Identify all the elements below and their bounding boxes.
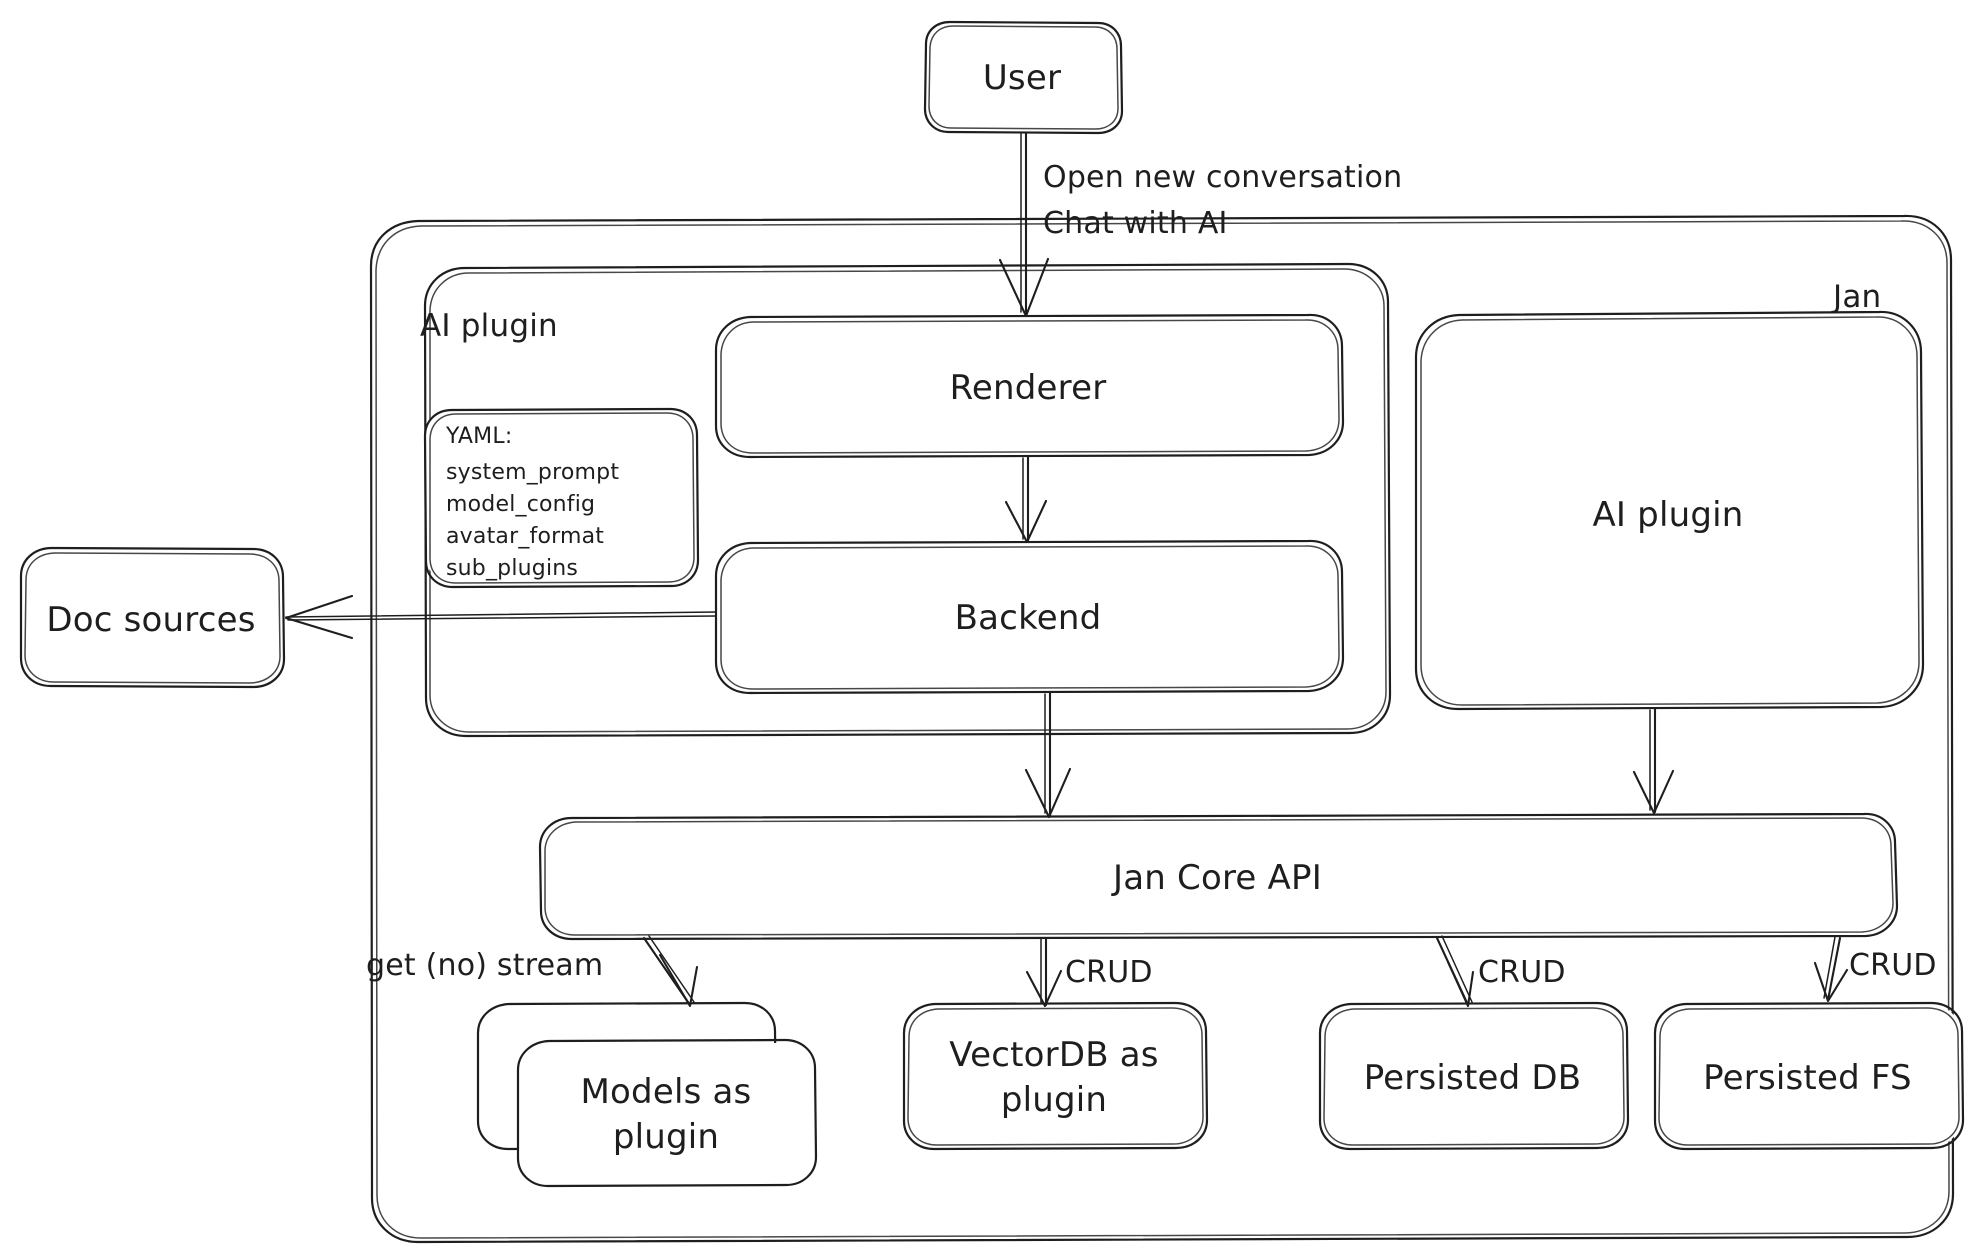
backend-box[interactable]	[714, 539, 1345, 695]
yaml-card-item-sub-plugins: sub_plugins	[446, 556, 579, 581]
yaml-card-item-system-prompt: system_prompt	[446, 460, 620, 485]
doc-sources-box[interactable]	[19, 546, 286, 689]
ai-plugin-group-container[interactable]	[423, 262, 1392, 738]
doc-sources-label: Doc sources	[46, 600, 256, 640]
edge-label-open-new-conversation: Open new conversation	[1043, 160, 1403, 195]
persisted-db-label: Persisted DB	[1363, 1058, 1582, 1098]
persisted-fs-box[interactable]	[1653, 1001, 1965, 1151]
jan-container-label: Jan	[1833, 279, 1882, 315]
ai-plugin-group-label: AI plugin	[420, 308, 558, 344]
renderer-label: Renderer	[949, 368, 1107, 408]
edge-backend-to-doc-sources	[284, 594, 717, 640]
edge-label-get-no-stream: get (no) stream	[366, 948, 604, 983]
user-box[interactable]	[922, 20, 1124, 135]
jan-core-api-box[interactable]	[538, 812, 1899, 941]
edge-core-api-to-persisted-db	[1435, 935, 1475, 1008]
renderer-box[interactable]	[714, 313, 1345, 459]
backend-label: Backend	[954, 598, 1102, 638]
edge-core-api-to-models	[642, 935, 699, 1008]
edge-label-crud-persisted-fs: CRUD	[1849, 948, 1937, 983]
ai-plugin-right-label: AI plugin	[1592, 495, 1744, 535]
models-as-plugin-box[interactable]	[516, 1038, 818, 1188]
yaml-card-item-avatar-format: avatar_format	[446, 524, 605, 549]
yaml-card[interactable]	[423, 407, 700, 589]
edge-core-api-to-persisted-fs	[1813, 936, 1849, 1003]
edge-label-crud-vectordb: CRUD	[1065, 955, 1153, 990]
edge-ai-plugin-to-core-api	[1632, 706, 1675, 815]
vectordb-as-plugin-label: VectorDB as plugin	[949, 1035, 1159, 1120]
yaml-card-item-model-config: model_config	[446, 492, 596, 517]
edge-backend-to-core-api	[1024, 690, 1072, 819]
models-as-plugin-label: Models as plugin	[580, 1072, 752, 1157]
edge-user-to-renderer	[998, 131, 1050, 318]
vectordb-as-plugin-box[interactable]	[902, 1001, 1209, 1151]
yaml-card-title: YAML:	[446, 424, 513, 449]
edge-renderer-to-backend	[1004, 455, 1048, 544]
persisted-db-box[interactable]	[1318, 1001, 1630, 1151]
jan-container[interactable]	[369, 214, 1955, 1244]
edge-core-api-to-vectordb	[1025, 936, 1063, 1008]
jan-core-api-label: Jan Core API	[1113, 858, 1322, 898]
persisted-fs-label: Persisted FS	[1703, 1058, 1912, 1098]
edge-label-crud-persisted-db: CRUD	[1478, 955, 1566, 990]
user-label: User	[982, 58, 1062, 98]
edge-label-chat-with-ai: Chat with AI	[1043, 206, 1228, 241]
ai-plugin-right-box[interactable]	[1414, 310, 1925, 711]
